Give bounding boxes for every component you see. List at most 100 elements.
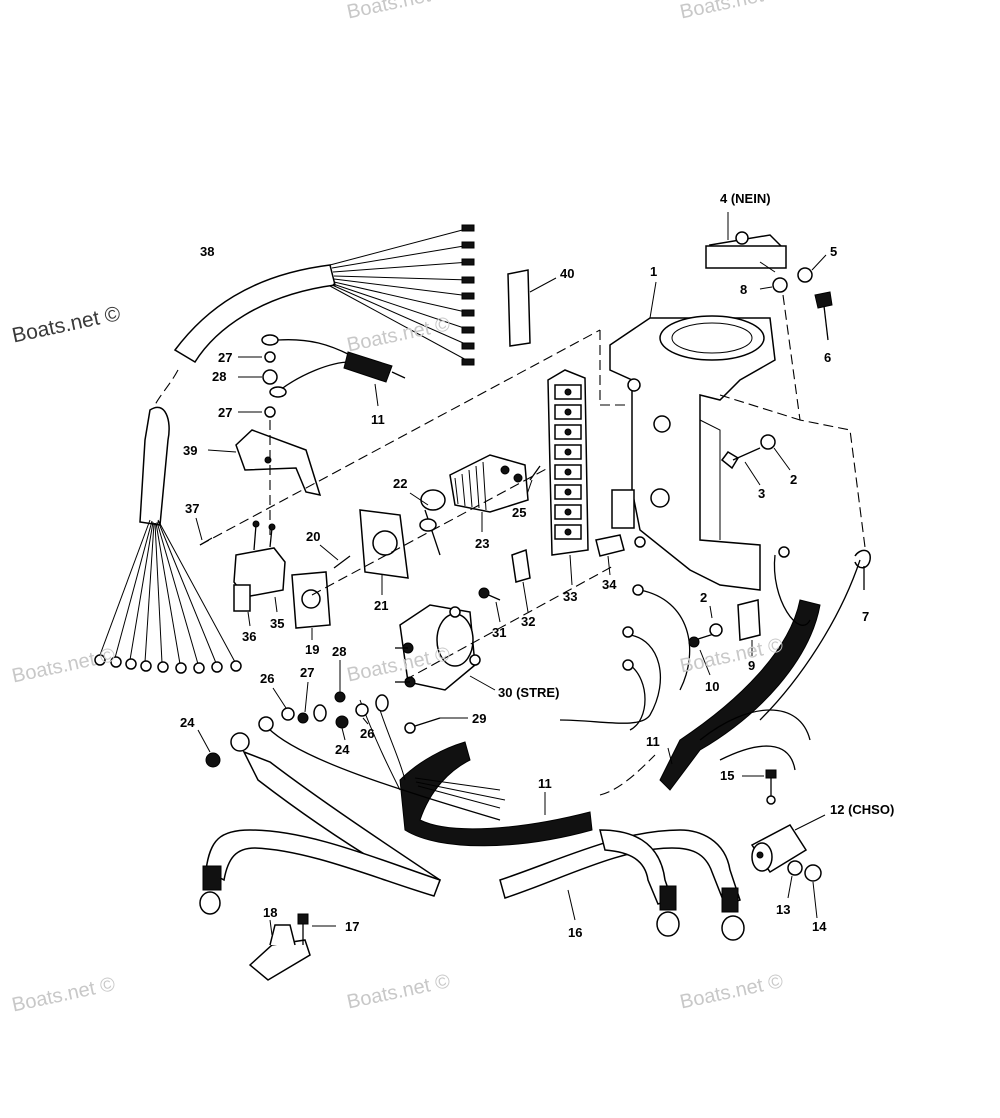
washer-8 xyxy=(772,277,788,293)
washer-26-left xyxy=(281,707,295,721)
callout-labels: 1 2 2 3 4 (NEIN) 5 6 7 8 9 10 11 11 11 1… xyxy=(180,191,894,940)
wiring-harness-left xyxy=(94,406,242,674)
callout-2-upper: 2 xyxy=(790,472,797,487)
callout-12: 12 (CHSO) xyxy=(830,802,894,817)
leader-40 xyxy=(529,277,557,293)
leader-12 xyxy=(794,814,826,831)
callout-10: 10 xyxy=(705,679,719,694)
bolt-3 xyxy=(720,447,761,470)
callout-17: 17 xyxy=(345,919,359,934)
nut-14 xyxy=(804,864,822,882)
callout-1: 1 xyxy=(650,264,657,279)
gasket-19 xyxy=(291,571,331,629)
callout-30: 30 (STRE) xyxy=(498,685,559,700)
callout-11-middle: 11 xyxy=(538,776,552,791)
switch-4 xyxy=(705,212,787,273)
leader-36 xyxy=(247,611,251,627)
callout-2-lower: 2 xyxy=(700,590,707,605)
nut-24-left xyxy=(205,752,221,768)
mounting-plate-21 xyxy=(359,509,409,579)
leader-37 xyxy=(195,517,203,541)
terminal-36 xyxy=(233,584,251,612)
washer-27-upper xyxy=(264,351,276,363)
ring-terminal-a xyxy=(313,704,327,722)
leader-39 xyxy=(207,449,237,453)
callout-38: 38 xyxy=(200,244,214,259)
clip-32 xyxy=(511,548,531,583)
callout-7: 7 xyxy=(862,609,869,624)
leader-26-right xyxy=(362,717,369,725)
clip-34 xyxy=(595,534,625,557)
leader-35 xyxy=(274,596,278,613)
callout-25: 25 xyxy=(512,505,526,520)
battery-cable-left xyxy=(230,716,501,897)
ground-strap-18 xyxy=(248,924,311,981)
mounting-bracket-1 xyxy=(609,315,776,591)
ring-terminal-b xyxy=(375,694,389,712)
leader-16 xyxy=(567,889,576,921)
callout-24-right: 24 xyxy=(335,742,350,757)
terminal-block-33 xyxy=(547,369,589,556)
leader-5 xyxy=(811,254,827,271)
washer-28-lower xyxy=(334,691,346,703)
battery-cable-lower-left xyxy=(199,829,441,915)
washer-27-mid xyxy=(264,406,276,418)
leader-30 xyxy=(469,675,496,691)
callout-34: 34 xyxy=(602,577,617,592)
ignition-switch-23 xyxy=(449,454,529,513)
leader-14 xyxy=(812,881,818,919)
callout-28-upper: 28 xyxy=(212,369,226,384)
screw-17 xyxy=(297,913,309,945)
leader-22 xyxy=(409,492,429,506)
leader-1 xyxy=(649,281,657,319)
callout-15: 15 xyxy=(720,768,734,783)
callout-5: 5 xyxy=(830,244,837,259)
bracket-39 xyxy=(235,429,322,497)
solenoid-30 xyxy=(395,604,481,691)
nut-2-upper xyxy=(760,434,776,450)
callout-29: 29 xyxy=(472,711,486,726)
leader-2-upper xyxy=(773,447,791,471)
callout-23: 23 xyxy=(475,536,489,551)
washer-26-right xyxy=(355,703,369,717)
callout-19: 19 xyxy=(305,642,319,657)
callout-13: 13 xyxy=(776,902,790,917)
leader-2-lower xyxy=(709,605,713,619)
washer-28-upper xyxy=(262,369,278,385)
leader-8 xyxy=(759,286,773,290)
leader-31 xyxy=(495,601,501,623)
callout-6: 6 xyxy=(824,350,831,365)
screw-31-head xyxy=(478,587,490,599)
callout-27-mid: 27 xyxy=(218,405,232,420)
leader-20 xyxy=(319,544,339,561)
screw-15 xyxy=(765,769,777,805)
capacitor-12 xyxy=(750,824,808,874)
callout-28-lower: 28 xyxy=(332,644,346,659)
assembly-lines xyxy=(199,329,801,796)
callout-31: 31 xyxy=(492,625,506,640)
callout-35: 35 xyxy=(270,616,284,631)
wire-11-upper xyxy=(261,334,406,398)
screw-29 xyxy=(404,717,441,734)
screw-25 xyxy=(529,465,541,481)
leader-33 xyxy=(569,554,573,586)
callout-16: 16 xyxy=(568,925,582,940)
callout-33: 33 xyxy=(563,589,577,604)
callout-11-right: 11 xyxy=(646,734,660,749)
nut-24-right xyxy=(335,715,349,729)
callout-26-right: 26 xyxy=(360,726,374,741)
callout-24-left: 24 xyxy=(180,715,195,730)
callout-20: 20 xyxy=(306,529,320,544)
leader-10 xyxy=(699,649,711,676)
callout-8: 8 xyxy=(740,282,747,297)
washer-27-left xyxy=(297,712,309,724)
callout-14: 14 xyxy=(812,919,827,934)
callout-21: 21 xyxy=(374,598,388,613)
callout-27-upper: 27 xyxy=(218,350,232,365)
callout-3: 3 xyxy=(758,486,765,501)
callout-32: 32 xyxy=(521,614,535,629)
alignment-line-7 xyxy=(782,294,867,556)
leader-13 xyxy=(787,875,793,899)
leader-32 xyxy=(522,581,529,613)
